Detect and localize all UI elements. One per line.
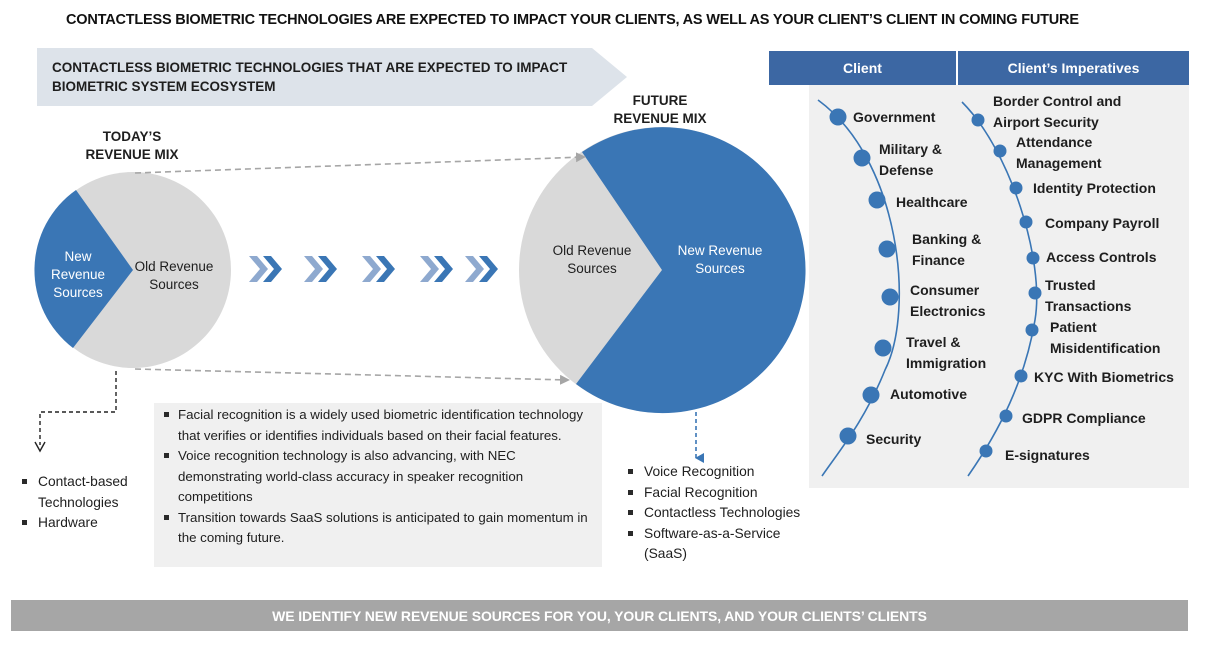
list-item: Hardware: [18, 513, 153, 534]
imperative-item: Border Control and Airport Security: [993, 93, 1122, 130]
page-title: CONTACTLESS BIOMETRIC TECHNOLOGIES ARE E…: [66, 12, 1079, 28]
banner-text: CONTACTLESS BIOMETRIC TECHNOLOGIES THAT …: [52, 60, 568, 94]
future-new-sources-label: New Revenue Sources: [677, 243, 763, 276]
imperative-dot: [1026, 251, 1040, 265]
list-item: Voice recognition technology is also adv…: [164, 446, 592, 508]
list-item: Contactless Technologies: [624, 503, 814, 524]
client-item: Healthcare: [896, 194, 968, 210]
chevron-icon: [304, 256, 337, 282]
imperative-dot: [999, 409, 1013, 423]
client-dot: [878, 240, 896, 258]
old-sources-list: Contact-based Technologies Hardware: [18, 472, 153, 534]
list-item: Facial Recognition: [624, 483, 814, 504]
list-item: Software-as-a-Service (SaaS): [624, 524, 814, 565]
chevrons: [249, 256, 498, 282]
imperative-item: E-signatures: [1005, 447, 1090, 463]
chevron-icon: [420, 256, 453, 282]
highlights-box: Facial recognition is a widely used biom…: [154, 403, 602, 567]
client-item: Banking & Finance: [912, 231, 982, 268]
imperative-dot: [1014, 369, 1028, 383]
imperative-dot: [1009, 181, 1023, 195]
future-pie-new-slice: [576, 127, 806, 414]
client-item: Consumer Electronics: [910, 282, 986, 319]
client-item: Automotive: [890, 386, 967, 402]
client-dot: [868, 191, 886, 209]
footer-banner: WE IDENTIFY NEW REVENUE SOURCES FOR YOU,…: [11, 600, 1188, 631]
imperative-dot: [1028, 286, 1042, 300]
imperative-item: Attendance Management: [1016, 134, 1102, 171]
imperative-item: Patient Misidentification: [1050, 319, 1161, 356]
imperative-dot: [1019, 215, 1033, 229]
today-revenue-label: TODAY’S REVENUE MIX: [85, 129, 179, 162]
imperative-dot: [979, 444, 993, 458]
chevron-icon: [465, 256, 498, 282]
list-item: Contact-based Technologies: [18, 472, 153, 513]
imperative-dot: [1025, 323, 1039, 337]
future-revenue-label: FUTURE REVENUE MIX: [613, 93, 707, 126]
imperative-item: Identity Protection: [1033, 180, 1156, 196]
list-item: Voice Recognition: [624, 462, 814, 483]
old-sources-connector: [39, 371, 117, 445]
down-arrow-icon: [34, 441, 46, 453]
list-item: Transition towards SaaS solutions is ant…: [164, 508, 592, 549]
future-old-sources-label: Old Revenue Sources: [552, 243, 632, 276]
today-old-sources-label: Old Revenue Sources: [134, 259, 214, 292]
client-dot: [839, 427, 857, 445]
client-dot: [853, 149, 871, 167]
future-pie: [519, 127, 806, 414]
list-item: Facial recognition is a widely used biom…: [164, 405, 592, 446]
imperative-item: Trusted Transactions: [1045, 277, 1132, 314]
imperative-item: Company Payroll: [1045, 215, 1160, 231]
chevron-icon: [362, 256, 395, 282]
imperatives-header: Client’s Imperatives: [958, 51, 1189, 85]
imperative-item: KYC With Biometrics: [1034, 369, 1174, 385]
client-item: Government: [853, 109, 936, 125]
client-header: Client: [769, 51, 956, 85]
connector-top: [134, 152, 586, 174]
chevron-icon: [249, 256, 282, 282]
client-item: Security: [866, 431, 922, 447]
client-item: Military & Defense: [879, 141, 943, 178]
client-item: Travel & Immigration: [906, 334, 987, 371]
imperative-item: Access Controls: [1046, 249, 1157, 265]
connector-bottom: [134, 368, 570, 385]
client-dot: [862, 386, 880, 404]
today-new-sources-label: New Revenue Sources: [50, 249, 106, 300]
banner-arrow-shape: [37, 48, 627, 106]
client-dot: [874, 339, 892, 357]
today-pie: [34, 172, 231, 368]
new-sources-list: Voice Recognition Facial Recognition Con…: [624, 462, 814, 565]
today-pie-new-slice: [34, 190, 133, 348]
imperative-dot: [971, 113, 985, 127]
imperative-dot: [993, 144, 1007, 158]
client-dot: [881, 288, 899, 306]
imperative-item: GDPR Compliance: [1022, 410, 1146, 426]
client-dot: [829, 108, 847, 126]
